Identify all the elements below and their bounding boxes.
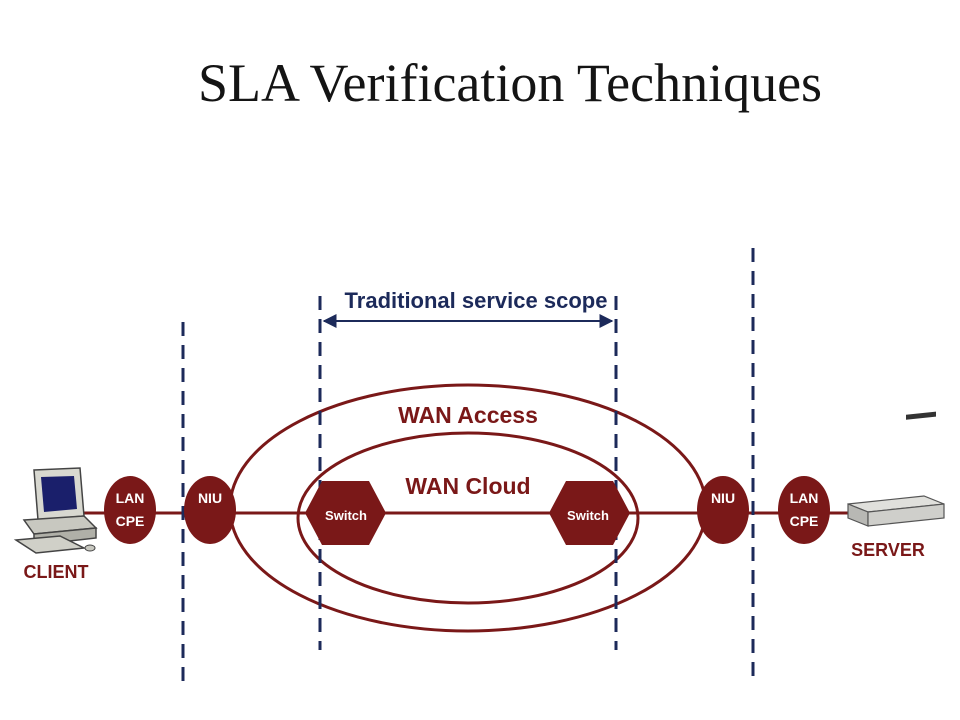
switch-right-node: Switch — [549, 481, 630, 545]
lan-cpe-right-line2: CPE — [790, 513, 819, 529]
lan-cpe-right-line1: LAN — [790, 490, 819, 506]
lan-cpe-left-node: LAN CPE — [104, 476, 156, 544]
wan-cloud-label: WAN Cloud — [405, 473, 530, 499]
lan-cpe-left-line1: LAN — [116, 490, 145, 506]
lan-cpe-right-node: LAN CPE — [778, 476, 830, 544]
server-icon — [847, 411, 945, 527]
niu-right-label: NIU — [711, 490, 735, 506]
computer-icon — [13, 467, 98, 554]
server-label: SERVER — [851, 540, 925, 560]
switch-left-label: Switch — [325, 508, 367, 523]
wan-cloud-ellipse — [296, 431, 640, 605]
switch-right-label: Switch — [567, 508, 609, 523]
switch-left-node: Switch — [305, 481, 386, 545]
niu-left-node: NIU — [184, 476, 236, 544]
page-title: SLA Verification Techniques — [197, 53, 823, 113]
client-label: CLIENT — [24, 562, 89, 582]
niu-right-node: NIU — [697, 476, 749, 544]
niu-left-label: NIU — [198, 490, 222, 506]
lan-cpe-left-line2: CPE — [116, 513, 145, 529]
wan-access-label: WAN Access — [398, 402, 538, 428]
scope-label: Traditional service scope — [345, 288, 608, 313]
